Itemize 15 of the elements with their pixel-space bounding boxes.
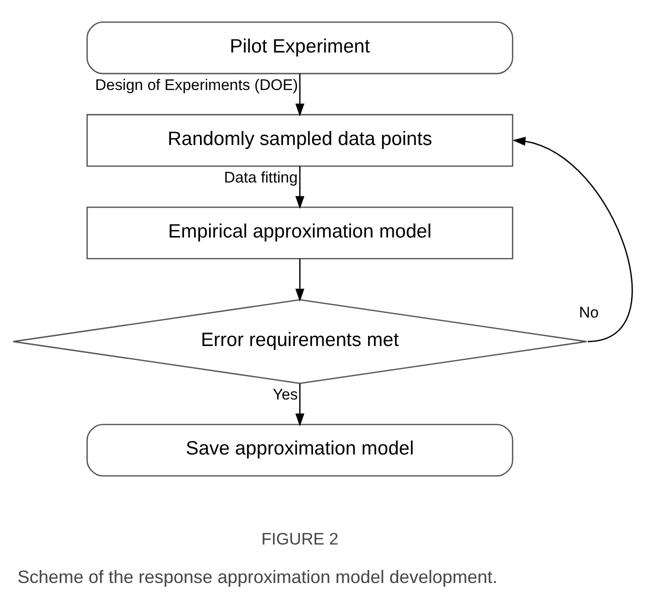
label: FIGURE 2 bbox=[261, 530, 338, 549]
edge-label: Data fitting bbox=[224, 170, 298, 187]
edge-label: Yes bbox=[272, 386, 298, 404]
node-box: Randomly sampled data points bbox=[86, 114, 514, 167]
arrow bbox=[295, 384, 304, 426]
node-box: Save approximation model bbox=[86, 424, 514, 477]
arrow bbox=[295, 74, 304, 116]
arrow bbox=[295, 166, 304, 210]
edge-label: Design of Experiments (DOE) bbox=[95, 76, 298, 94]
node-box: Empirical approximation model bbox=[86, 206, 514, 260]
node-box: Pilot Experiment bbox=[86, 22, 514, 74]
edge-label: No bbox=[578, 304, 599, 322]
arrow bbox=[512, 136, 633, 342]
caption: Scheme of the response approximation model development. bbox=[18, 566, 498, 587]
arrow bbox=[295, 258, 304, 302]
